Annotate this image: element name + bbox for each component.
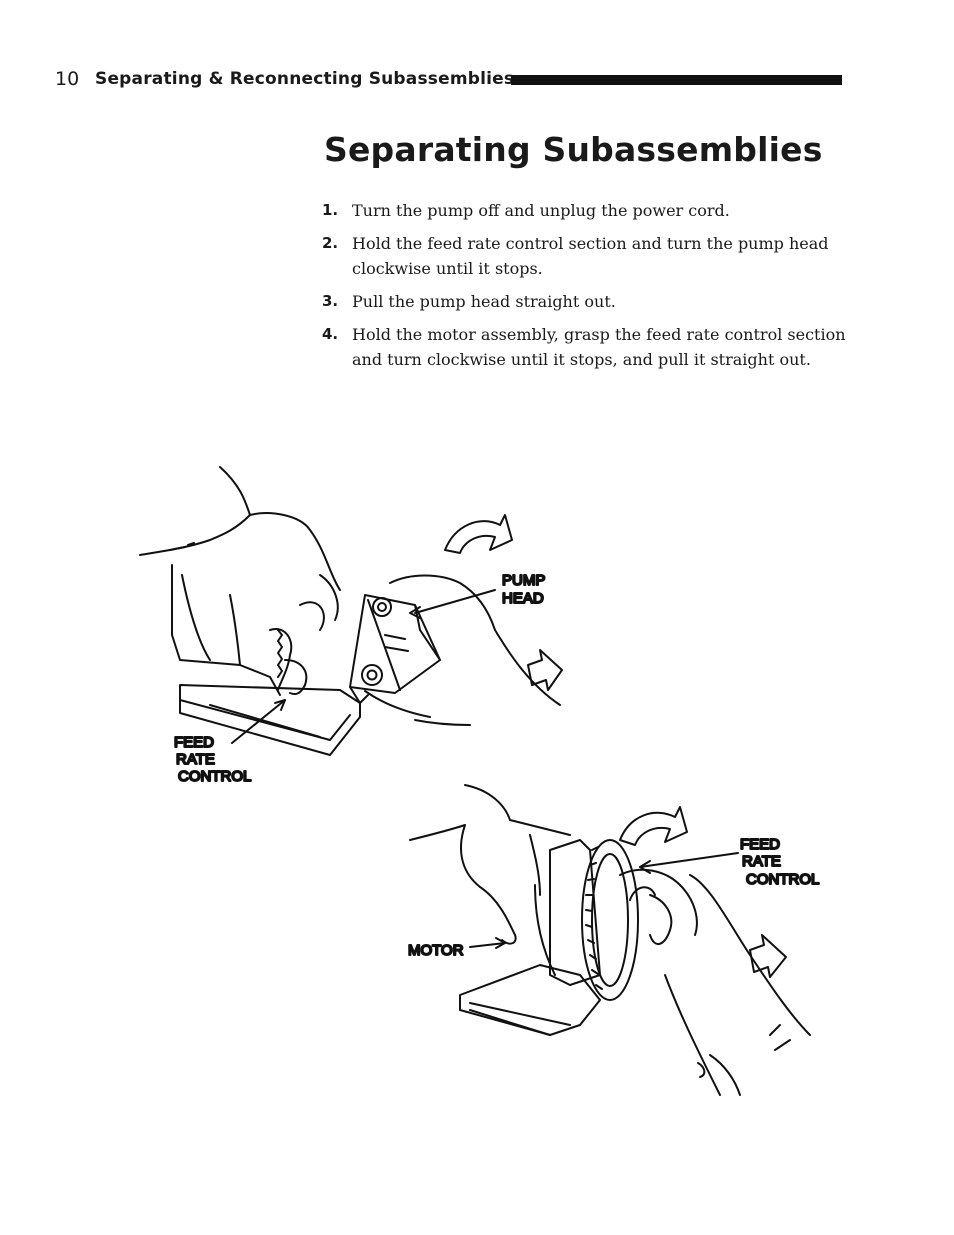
- assembly-illustration: PUMP HEAD FEED RATE CONTROL FEED RATE CO…: [110, 455, 850, 1125]
- step-item: 4. Hold the motor assembly, grasp the fe…: [322, 322, 847, 372]
- running-title: Separating & Reconnecting Subassemblies: [95, 69, 515, 89]
- step-number: 2.: [322, 234, 339, 252]
- step-number: 4.: [322, 325, 339, 343]
- label-motor: MOTOR: [408, 942, 464, 959]
- header-rule: [511, 75, 842, 85]
- step-list: 1. Turn the pump off and unplug the powe…: [322, 198, 847, 380]
- step-item: 2. Hold the feed rate control section an…: [322, 231, 847, 281]
- label-feed-upper: FEED: [174, 734, 214, 751]
- step-number: 3.: [322, 292, 339, 310]
- label-control-lower: CONTROL: [746, 871, 819, 888]
- page-number: 10: [55, 68, 80, 90]
- label-control-upper: CONTROL: [178, 768, 251, 785]
- page-header: 10 Separating & Reconnecting Subassembli…: [55, 66, 845, 94]
- label-feed-lower: FEED: [740, 836, 780, 853]
- label-head: HEAD: [502, 590, 544, 607]
- upper-drawing: [139, 466, 563, 756]
- label-rate-upper: RATE: [176, 751, 215, 768]
- step-item: 1. Turn the pump off and unplug the powe…: [322, 198, 847, 223]
- step-text: Pull the pump head straight out.: [352, 292, 616, 311]
- section-title: Separating Subassemblies: [324, 130, 823, 169]
- step-text: Hold the motor assembly, grasp the feed …: [352, 325, 846, 369]
- label-pump: PUMP: [502, 572, 545, 589]
- step-item: 3. Pull the pump head straight out.: [322, 289, 847, 314]
- lower-drawing: [409, 784, 811, 1096]
- step-number: 1.: [322, 201, 339, 219]
- step-text: Turn the pump off and unplug the power c…: [352, 201, 730, 220]
- label-rate-lower: RATE: [742, 853, 781, 870]
- step-text: Hold the feed rate control section and t…: [352, 234, 829, 278]
